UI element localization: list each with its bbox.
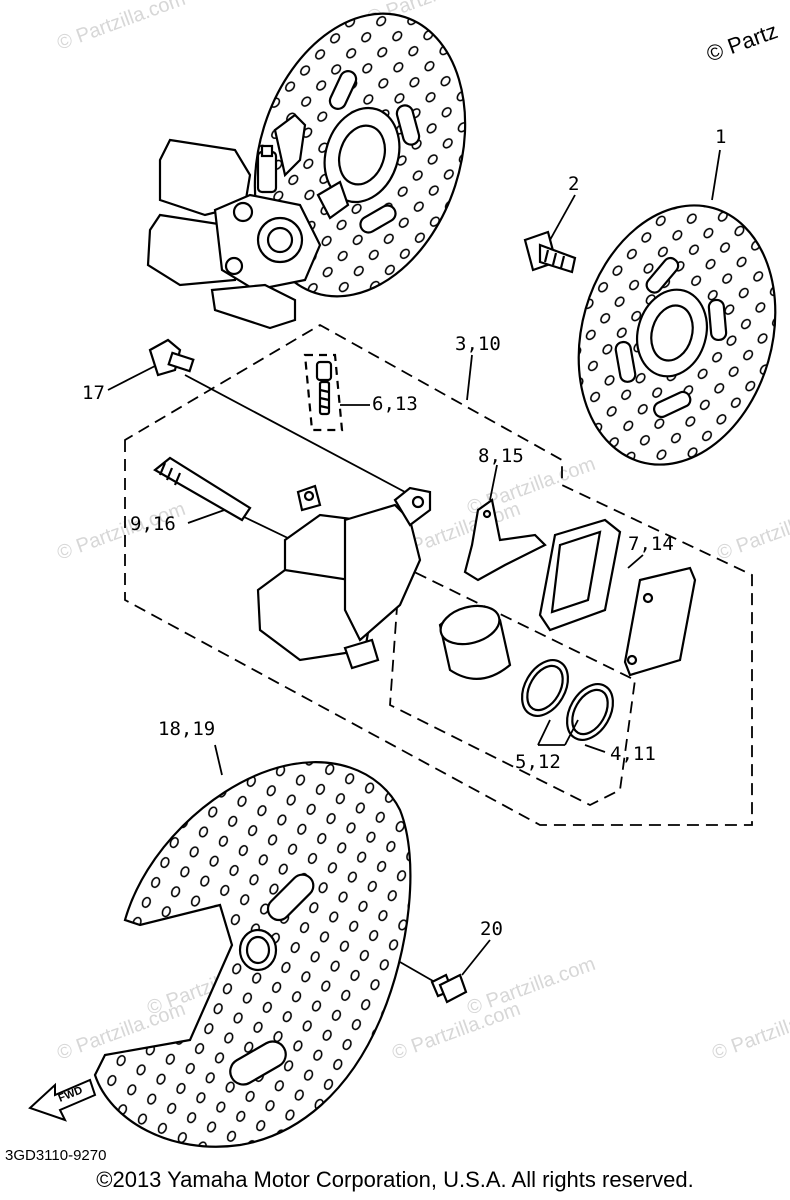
bolt-part-17 bbox=[148, 338, 195, 377]
watermark: © Partzilla.com bbox=[709, 998, 790, 1065]
fwd-arrow-icon: FWD bbox=[28, 1078, 97, 1122]
brake-disc-part-1 bbox=[577, 204, 777, 466]
callout-labels: 1 2 3,10 17 6,13 8,15 9,16 7,14 18,19 4,… bbox=[82, 126, 726, 940]
caliper-body bbox=[256, 484, 432, 670]
copyright-notice: ©2013 Yamaha Motor Corporation, U.S.A. A… bbox=[96, 1167, 694, 1192]
bolt-part-2 bbox=[523, 230, 577, 274]
callout-9-16: 9,16 bbox=[130, 513, 176, 535]
callout-1: 1 bbox=[715, 126, 726, 148]
assembled-brake-view bbox=[146, 12, 467, 330]
watermark: © Partzilla.com bbox=[714, 498, 790, 565]
callout-17: 17 bbox=[82, 382, 105, 404]
bleeder-part-6-13 bbox=[303, 353, 344, 432]
callout-20: 20 bbox=[480, 918, 503, 940]
caliper-assembly-outline bbox=[124, 323, 753, 826]
callout-7-14: 7,14 bbox=[628, 533, 674, 555]
watermark: © Partzilla.com bbox=[464, 953, 598, 1020]
callout-6-13: 6,13 bbox=[372, 393, 418, 415]
watermark-corner: © Partz bbox=[703, 18, 781, 67]
pad-spring-part-8-15 bbox=[463, 498, 547, 582]
watermark: © Partzilla.com bbox=[54, 0, 188, 55]
callout-8-15: 8,15 bbox=[478, 445, 524, 467]
brake-disc-part-18-19 bbox=[93, 761, 412, 1148]
callout-18-19: 18,19 bbox=[158, 718, 215, 740]
brake-pads-part-7-14 bbox=[538, 518, 697, 677]
callout-2: 2 bbox=[568, 173, 579, 195]
callout-4-11: 4,11 bbox=[610, 743, 656, 765]
callout-3-10: 3,10 bbox=[455, 333, 501, 355]
bolt-part-20 bbox=[430, 973, 468, 1004]
seals-part-5-12 bbox=[520, 659, 615, 741]
piston-part-4-11 bbox=[438, 604, 512, 680]
pin-part-9-16 bbox=[153, 456, 252, 522]
diagram-code: 3GD3110-9270 bbox=[5, 1147, 106, 1164]
callout-5-12: 5,12 bbox=[515, 751, 561, 773]
